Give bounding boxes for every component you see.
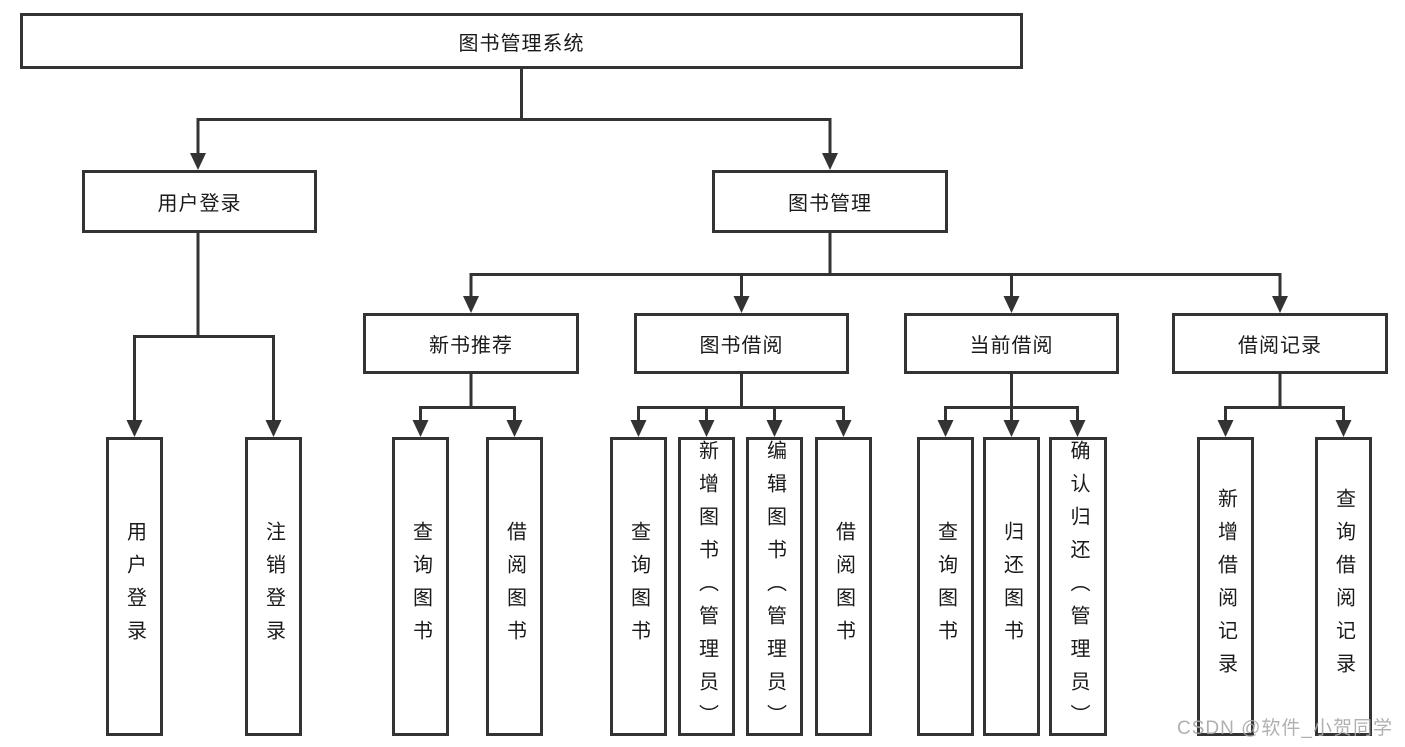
- leaf-add-books-admin: 新增图书（管理员）: [678, 437, 735, 737]
- connector-root-bus: [196, 118, 832, 154]
- connector-borrowbook-bus: [637, 406, 845, 422]
- leaf-confirm-return-admin: 确认归还（管理员）: [1049, 437, 1107, 737]
- leaf-borrow-books: 借阅图书: [815, 437, 872, 736]
- arrowhead: [126, 420, 143, 437]
- arrowhead: [733, 296, 750, 313]
- leaf-add-borrow-record: 新增借阅记录: [1197, 437, 1254, 736]
- arrowhead: [698, 420, 715, 437]
- node-borrow-records: 借阅记录: [1172, 313, 1388, 374]
- leaf-borrow-query-books: 查询图书: [610, 437, 667, 736]
- watermark: CSDN @软件_小贺同学: [1177, 718, 1393, 739]
- arrowhead: [1003, 296, 1020, 313]
- node-book-management-branch: 图书管理: [712, 170, 948, 233]
- leaf-current-query-books: 查询图书: [917, 437, 974, 736]
- arrowhead: [190, 153, 206, 170]
- arrowhead: [822, 153, 838, 170]
- arrowhead: [937, 420, 954, 437]
- arrowhead: [835, 420, 852, 437]
- connector-newbook-bus: [419, 406, 516, 422]
- arrowhead: [265, 420, 282, 437]
- leaf-edit-books-admin: 编辑图书（管理员）: [746, 437, 803, 737]
- node-book-borrow: 图书借阅: [634, 313, 849, 374]
- connector-userlogin-bus: [133, 335, 275, 422]
- connector-bookmgmt-bus: [469, 273, 1282, 298]
- node-root-system: 图书管理系统: [20, 13, 1023, 69]
- node-current-borrow: 当前借阅: [904, 313, 1119, 374]
- arrowhead: [1003, 420, 1020, 437]
- leaf-newbook-query-books: 查询图书: [392, 437, 449, 736]
- arrowhead: [1069, 420, 1086, 437]
- arrowhead: [412, 420, 429, 437]
- node-new-book-recommend: 新书推荐: [363, 313, 579, 374]
- connector-records-bus: [1224, 406, 1345, 422]
- leaf-logout: 注销登录: [245, 437, 302, 736]
- leaf-user-login: 用户登录: [106, 437, 163, 736]
- leaf-newbook-borrow-books: 借阅图书: [486, 437, 543, 736]
- arrowhead: [463, 296, 479, 313]
- arrowhead: [766, 420, 783, 437]
- node-user-login-branch: 用户登录: [82, 170, 317, 233]
- leaf-query-borrow-record: 查询借阅记录: [1315, 437, 1372, 736]
- arrowhead: [1272, 296, 1288, 313]
- arrowhead: [506, 420, 523, 437]
- leaf-return-books: 归还图书: [983, 437, 1040, 736]
- arrowhead: [1335, 420, 1352, 437]
- arrowhead: [1217, 420, 1234, 437]
- arrowhead: [630, 420, 647, 437]
